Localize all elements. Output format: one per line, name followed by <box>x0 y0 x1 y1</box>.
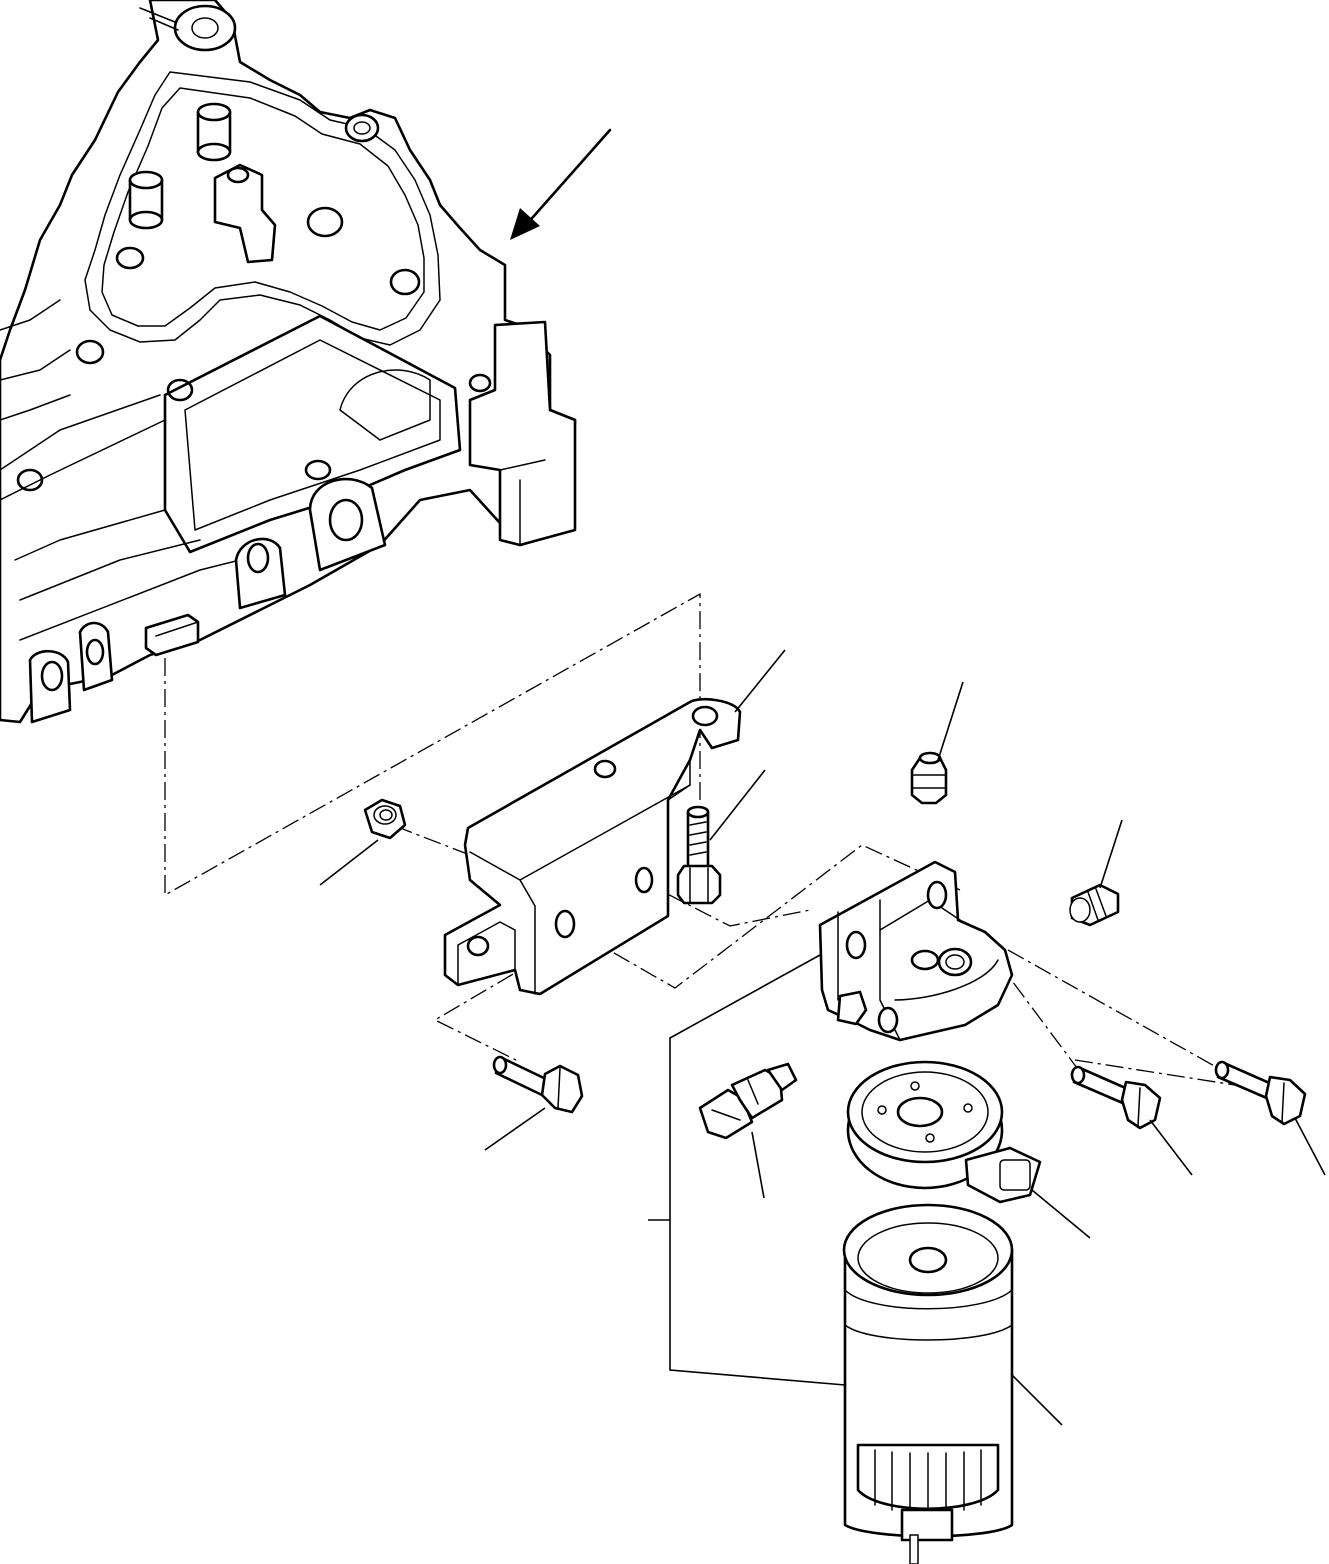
transmission-housing <box>0 0 577 724</box>
sensor <box>698 1062 798 1140</box>
bracket-bolt <box>676 805 722 905</box>
bleed-screw <box>910 751 948 805</box>
direction-arrow-icon <box>510 128 612 240</box>
hex-nut <box>363 798 407 840</box>
plug <box>1069 883 1120 927</box>
mount-bolt-2 <box>1214 1060 1307 1126</box>
filter-head <box>818 860 1014 1042</box>
heater <box>846 1060 1042 1204</box>
assembly-bracket-line <box>648 954 846 1386</box>
hex-bolt-lower <box>492 1055 584 1114</box>
assembly-guide-lines <box>164 592 1236 1086</box>
mount-bolt-1 <box>1070 1065 1162 1130</box>
fuel-filter <box>842 1203 1014 1564</box>
filter-bracket <box>443 698 742 996</box>
leader-lines <box>319 649 1326 1426</box>
